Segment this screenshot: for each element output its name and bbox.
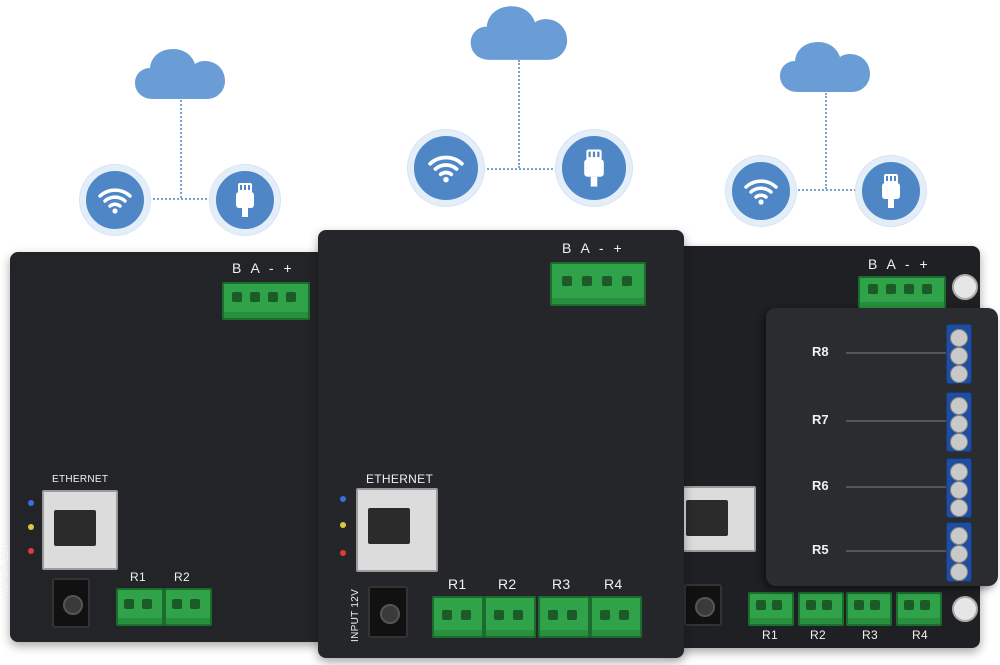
relay-terminal xyxy=(798,592,844,626)
mount-screw xyxy=(952,274,978,300)
relay-marking xyxy=(846,420,946,422)
relay-terminal xyxy=(846,592,892,626)
bus-label: B A - + xyxy=(232,260,295,276)
bus-label: B A - + xyxy=(868,256,931,272)
relay-marking xyxy=(846,486,946,488)
bus-terminal xyxy=(222,282,310,320)
relay-terminal xyxy=(116,588,164,626)
wifi-icon xyxy=(744,179,778,205)
status-led xyxy=(28,524,34,530)
cloud-icon xyxy=(470,6,568,60)
relay-terminal xyxy=(896,592,942,626)
relay-label: R1 xyxy=(130,570,146,584)
device-4-relay: B A - + ETHERNET INPUT 12V R1 R2 R3 R4 xyxy=(318,230,684,658)
power-input-label: INPUT 12V xyxy=(0,542,11,596)
relay-label: R1 xyxy=(448,576,467,592)
wifi-icon xyxy=(428,155,464,183)
relay-label: R4 xyxy=(604,576,623,592)
ethernet-badge xyxy=(210,165,280,235)
wifi-badge xyxy=(408,130,484,206)
relay-label: R2 xyxy=(174,570,190,584)
relay-label: R7 xyxy=(812,412,829,427)
ethernet-label: ETHERNET xyxy=(366,472,434,486)
relay-terminal xyxy=(590,596,642,638)
ethernet-badge xyxy=(856,156,926,226)
dotted-connector xyxy=(145,198,215,200)
status-led xyxy=(340,550,346,556)
dotted-connector xyxy=(518,60,520,168)
relay-label: R1 xyxy=(762,628,778,642)
power-input-label: INPUT 12V xyxy=(350,588,361,642)
dotted-connector xyxy=(825,93,827,189)
ethernet-port xyxy=(42,490,118,570)
relay-terminal xyxy=(432,596,484,638)
relay-marking xyxy=(846,352,946,354)
relay-marking xyxy=(846,550,946,552)
device-8-relay: B A - + R1 R2 R3 R4 R8 R7 R6 R5 xyxy=(660,246,998,648)
relay-screw-terminal xyxy=(946,522,972,582)
mount-screw xyxy=(952,596,978,622)
dotted-connector xyxy=(480,168,560,170)
dotted-connector xyxy=(180,100,182,198)
wifi-badge xyxy=(726,156,796,226)
power-jack xyxy=(684,584,722,626)
relay-screw-terminal xyxy=(946,392,972,452)
relay-terminal xyxy=(164,588,212,626)
relay-terminal xyxy=(748,592,794,626)
relay-expansion-module: R8 R7 R6 R5 xyxy=(766,308,998,586)
relay-label: R5 xyxy=(812,542,829,557)
dotted-connector xyxy=(790,189,860,191)
power-jack xyxy=(368,586,408,638)
status-led xyxy=(28,500,34,506)
relay-terminal xyxy=(538,596,590,638)
ethernet-plug-icon xyxy=(236,183,254,217)
ethernet-label: ETHERNET xyxy=(52,474,109,485)
cloud-icon xyxy=(135,49,225,99)
wifi-badge xyxy=(80,165,150,235)
cloud-icon xyxy=(780,42,870,92)
status-led xyxy=(340,522,346,528)
relay-label: R2 xyxy=(498,576,517,592)
relay-label: R3 xyxy=(862,628,878,642)
bus-terminal xyxy=(550,262,646,306)
relay-screw-terminal xyxy=(946,324,972,384)
ethernet-port xyxy=(682,486,756,552)
wifi-icon xyxy=(98,188,132,214)
bus-label: B A - + xyxy=(562,240,625,256)
relay-label: R8 xyxy=(812,344,829,359)
relay-label: R3 xyxy=(552,576,571,592)
relay-terminal xyxy=(484,596,536,638)
relay-label: R2 xyxy=(810,628,826,642)
relay-label: R6 xyxy=(812,478,829,493)
bus-terminal xyxy=(858,276,946,310)
status-led xyxy=(340,496,346,502)
ethernet-plug-icon xyxy=(584,149,604,187)
device-2-relay: B A - + ETHERNET INPUT 12V R1 R2 xyxy=(0,252,326,642)
ethernet-plug-icon xyxy=(882,174,900,208)
power-jack xyxy=(52,578,90,628)
relay-screw-terminal xyxy=(946,458,972,518)
ethernet-badge xyxy=(556,130,632,206)
status-led xyxy=(28,548,34,554)
ethernet-port xyxy=(356,488,438,572)
relay-label: R4 xyxy=(912,628,928,642)
